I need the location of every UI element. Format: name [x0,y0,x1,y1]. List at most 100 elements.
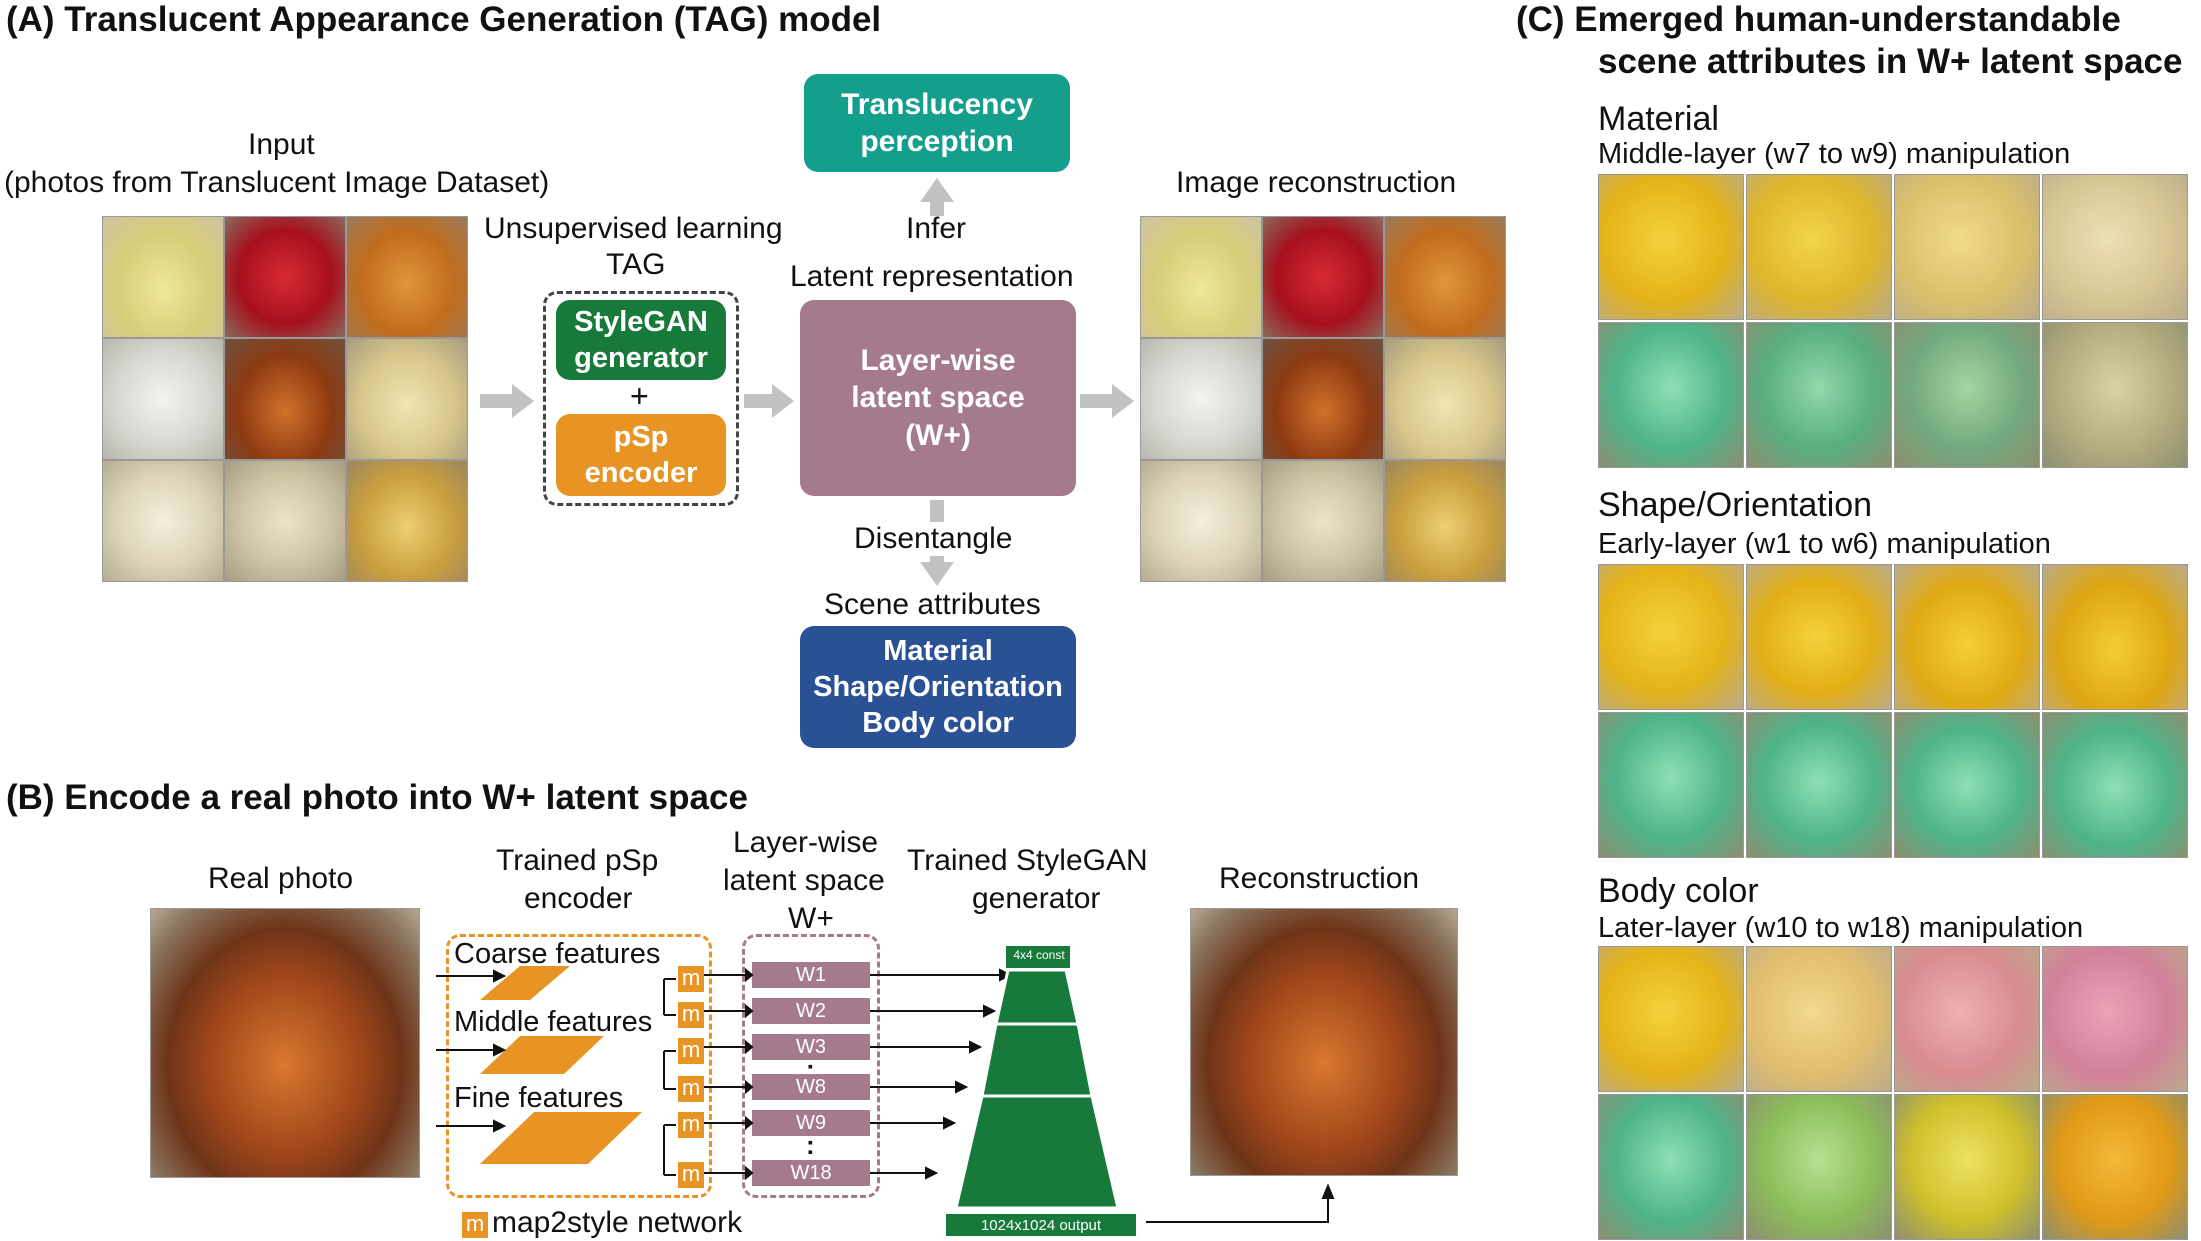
body-yellow-1 [1598,946,1744,1092]
feature-parallelograms [480,966,642,1164]
latent-label-3: W+ [788,902,834,935]
fine-features-label: Fine features [454,1082,624,1114]
input-label: Input [248,128,315,161]
psp-label-2: encoder [524,882,633,915]
const-label: 4x4 const [1013,948,1065,962]
output-label: 1024x1024 output [980,1217,1102,1234]
wplus-dashed-frame [742,934,880,1198]
middle-features-label: Middle features [454,1006,653,1038]
unsupervised-label: Unsupervised learning [484,212,783,245]
input-photo-clear-block [102,338,224,460]
input-photo-ivory-block [224,460,346,582]
disentangle-label: Disentangle [854,522,1013,555]
encoder-branch-lines [663,978,676,1176]
coarse-features-label: Coarse features [454,938,661,970]
dots-1: : [806,1054,815,1084]
body-color-heading: Body color [1598,872,1759,910]
material-heading: Material [1598,100,1719,138]
w9-box: W9 [752,1110,870,1136]
encoder-dashed-frame [446,934,712,1198]
latent-representation-label: Latent representation [790,260,1074,293]
translucency-perception-box: Translucency perception [804,74,1070,172]
material-yellow-1 [1598,174,1744,320]
panel-b-title: (B) Encode a real photo into W+ latent s… [6,778,748,817]
arrow-input-to-tag [480,384,534,418]
shape-green-3 [1894,712,2040,858]
recon-photo-ivory-block [1262,460,1384,582]
map2style-box-4: m [678,1076,704,1102]
dots-2: : [806,1130,815,1160]
reconstruction-label: Reconstruction [1219,862,1420,895]
tag-dashed-frame [543,291,739,506]
latent-box-line-1: Layer-wise [860,343,1016,377]
image-reconstruction-label: Image reconstruction [1176,166,1457,199]
reconstruction-photo [1190,908,1458,1176]
body-yellow-3 [1894,1094,2040,1240]
map2style-box-6: m [678,1162,704,1188]
encoder-input-arrows [436,969,507,1133]
input-photo-amber-block [346,216,468,338]
material-subheading: Middle-layer (w7 to w9) manipulation [1598,138,2071,170]
stylegan-generator-box: StyleGAN generator [556,300,726,380]
body-orange-4 [2042,1094,2188,1240]
body-pink-3 [1894,946,2040,1092]
input-photo-gold-soap [346,460,468,582]
psp-label-1: Trained pSp [496,844,659,877]
panel-c-title-line-1: (C) Emerged human-understandable [1516,0,2121,39]
plus-sign: + [630,378,649,414]
real-photo-label: Real photo [208,862,354,895]
shape-yellow-1 [1598,564,1744,710]
map2style-legend-label: map2style network [492,1206,743,1239]
map2style-box-2: m [678,1002,704,1028]
body-green-1 [1598,1094,1744,1240]
generator-trapezoid [954,968,1120,1210]
attr-body-color: Body color [862,707,1014,740]
shape-green-1 [1598,712,1744,858]
const-box [1006,946,1070,968]
arrow-infer-up [920,178,954,216]
w2-box: W2 [752,998,870,1024]
arrow-disentangle-down [920,500,954,586]
body-color-subheading: Later-layer (w10 to w18) manipulation [1598,912,2084,944]
panel-a-title: (A) Translucent Appearance Generation (T… [6,0,882,39]
psp-encoder-box: pSp encoder [556,414,726,496]
recon-photo-cream-block [1384,338,1506,460]
material-green-2 [1746,322,1892,468]
stylegan-label-1: Trained StyleGAN [907,844,1148,877]
w8-box: W8 [752,1074,870,1100]
input-photo-white-disc [102,460,224,582]
material-green-3 [1894,322,2040,468]
material-yellow-2 [1746,174,1892,320]
recon-photo-white-disc [1140,460,1262,582]
w-to-generator-arrows [870,968,1013,1180]
material-green-4 [2042,322,2188,468]
shape-green-4 [2042,712,2188,858]
recon-photo-clear-block [1140,338,1262,460]
input-photo-orange-oval [224,338,346,460]
recon-photo-orange-oval [1262,338,1384,460]
body-yellow-2 [1746,946,1892,1092]
recon-photo-yellow-soap [1140,216,1262,338]
translucency-line-1: Translucency [841,87,1033,121]
shape-yellow-4 [2042,564,2188,710]
stylegan-label-2: generator [972,882,1101,915]
scene-attributes-label: Scene attributes [824,588,1041,621]
map2style-box-3: m [678,1038,704,1064]
input-photo-red-cube [224,216,346,338]
recon-photo-red-cube [1262,216,1384,338]
output-to-reconstruction-arrow [1146,1183,1335,1223]
recon-photo-amber-block [1384,216,1506,338]
input-photo-yellow-soap [102,216,224,338]
tag-label: TAG [606,248,666,281]
shape-yellow-3 [1894,564,2040,710]
attr-shape: Shape/Orientation [813,670,1063,703]
latent-box-line-3: (W+) [905,418,971,452]
translucency-line-2: perception [860,125,1014,158]
recon-photo-gold-soap [1384,460,1506,582]
panel-c-title-line-2: scene attributes in W+ latent space [1598,42,2183,81]
w1-box: W1 [752,962,870,988]
shape-yellow-2 [1746,564,1892,710]
output-box [946,1214,1136,1236]
